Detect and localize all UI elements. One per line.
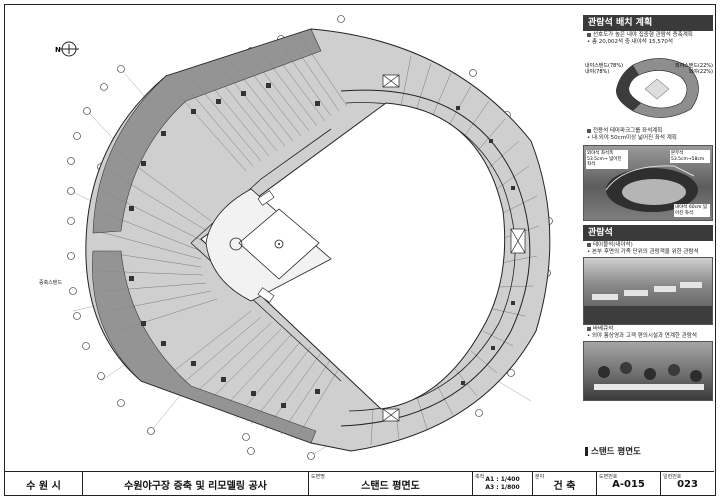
stadium-render-photo: 외야석 좌석폭 53.5cm→ 넓어진 좌석 본부석 53.5cm→58cm 내… — [583, 145, 713, 221]
client-name: 수 원 시 — [26, 480, 61, 492]
drawing-name: 스탠드 평면도 — [361, 480, 420, 492]
render-label-left: 외야석 좌석폭 53.5cm→ 넓어진 좌석 — [586, 150, 628, 169]
bullet-icon — [587, 128, 591, 133]
outfield-ring — [340, 89, 531, 427]
drawing-no: A-015 — [612, 478, 645, 490]
scale-cell: 축척 A1 : 1/400 A3 : 1/800 — [473, 472, 533, 496]
bullet-dot-icon: • — [587, 39, 592, 45]
discipline-cell: 분야 건 축 — [533, 472, 597, 496]
seat-layout-heading: 관람석 배치 계획 — [583, 15, 713, 31]
bullet-dot-icon: • — [587, 135, 592, 141]
outfield-ratio-label: 외야스탠드(22%) — [674, 63, 713, 69]
drawing-name-label: 도면명 — [311, 474, 325, 480]
title-bar-icon — [585, 447, 588, 456]
bullet-icon — [587, 32, 591, 37]
render-label-right: 본부석 53.5cm→58cm — [670, 150, 710, 163]
scale-a3: A3 : 1/800 — [485, 484, 520, 491]
panel-bottom-title: 스탠드 평면도 — [585, 445, 641, 457]
stands-note2: 바베큐석 • 외야 통상영과 고객 편의시설과 연계한 관람석 — [587, 326, 697, 339]
svg-text:N: N — [55, 46, 61, 54]
bullet-dot-icon: • — [587, 249, 592, 255]
drawing-sheet: N — [4, 4, 716, 496]
playing-field — [200, 102, 506, 410]
stands-heading: 관람석 — [583, 225, 713, 241]
pitcher-mound — [274, 239, 284, 249]
stands-note1: 테이블석(내야석) • 본부 후면의 가족 단위의 관람객을 위한 관람석 — [587, 242, 699, 255]
upper-stand-left — [92, 28, 322, 234]
bullet-icon — [587, 326, 591, 331]
bullet-icon — [587, 242, 591, 247]
seat-block-markers — [129, 83, 520, 408]
serial-cell: 일련번호 023 — [661, 472, 714, 496]
stadium-plan: N — [39, 15, 553, 460]
table-seat-photo — [583, 257, 713, 325]
bbq-seat-photo — [583, 341, 713, 401]
home-plate-circle — [229, 237, 243, 251]
upper-stand-bottom — [92, 250, 317, 444]
scale-label: 축척 — [475, 474, 485, 480]
seat-ratio-diagram: 내야스탠드(78%) 내야(78%) 외야스탠드(22%) 외야(22%) — [583, 47, 713, 127]
infield-ratio-label: 내야스탠드(78%) — [585, 63, 624, 69]
infield-ratio-sub: 내야(78%) — [585, 69, 610, 75]
title-block: 수 원 시 수원야구장 증축 및 리모델링 공사 도면명 스탠드 평면도 축척 … — [5, 471, 714, 496]
discipline-label: 분야 — [535, 474, 545, 480]
scale-a1: A1 : 1/400 — [485, 476, 520, 483]
outfield-ratio-sub: 외야(22%) — [688, 69, 713, 75]
stair-cores — [382, 74, 526, 422]
client-cell: 수 원 시 — [5, 472, 83, 496]
side-panel: 관람석 배치 계획 선호도가 높은 내야 집중형 관람석 증축계획 • 총 20… — [583, 15, 713, 463]
drawing-no-label: 도면번호 — [599, 474, 618, 480]
bullet-dot-icon: • — [587, 333, 592, 339]
seat-layout-note2: 전용석 테마파크그룹 좌석계획 • 내·외야 50cm이상 넓어진 좌석 계획 — [587, 128, 677, 141]
serial-no: 023 — [677, 478, 698, 490]
project-cell: 수원야구장 증축 및 리모델링 공사 — [83, 472, 309, 496]
seat-layout-note1: 선호도가 높은 내야 집중형 관람석 증축계획 • 총 20,002석 중 내야… — [587, 32, 693, 45]
discipline: 건 축 — [553, 480, 576, 492]
drawing-name-cell: 도면명 스탠드 평면도 — [309, 472, 473, 496]
render-label-bottom: 내야석 60cm 넓어진 좌석 — [674, 204, 710, 217]
north-arrow-icon: N — [55, 41, 79, 57]
serial-label: 일련번호 — [663, 474, 682, 480]
drawing-no-cell: 도면번호 A-015 — [597, 472, 661, 496]
project-name: 수원야구장 증축 및 리모델링 공사 — [124, 480, 267, 492]
left-stand-label: 증축스탠드 — [39, 279, 62, 286]
seat-ratio-ring — [616, 58, 699, 118]
